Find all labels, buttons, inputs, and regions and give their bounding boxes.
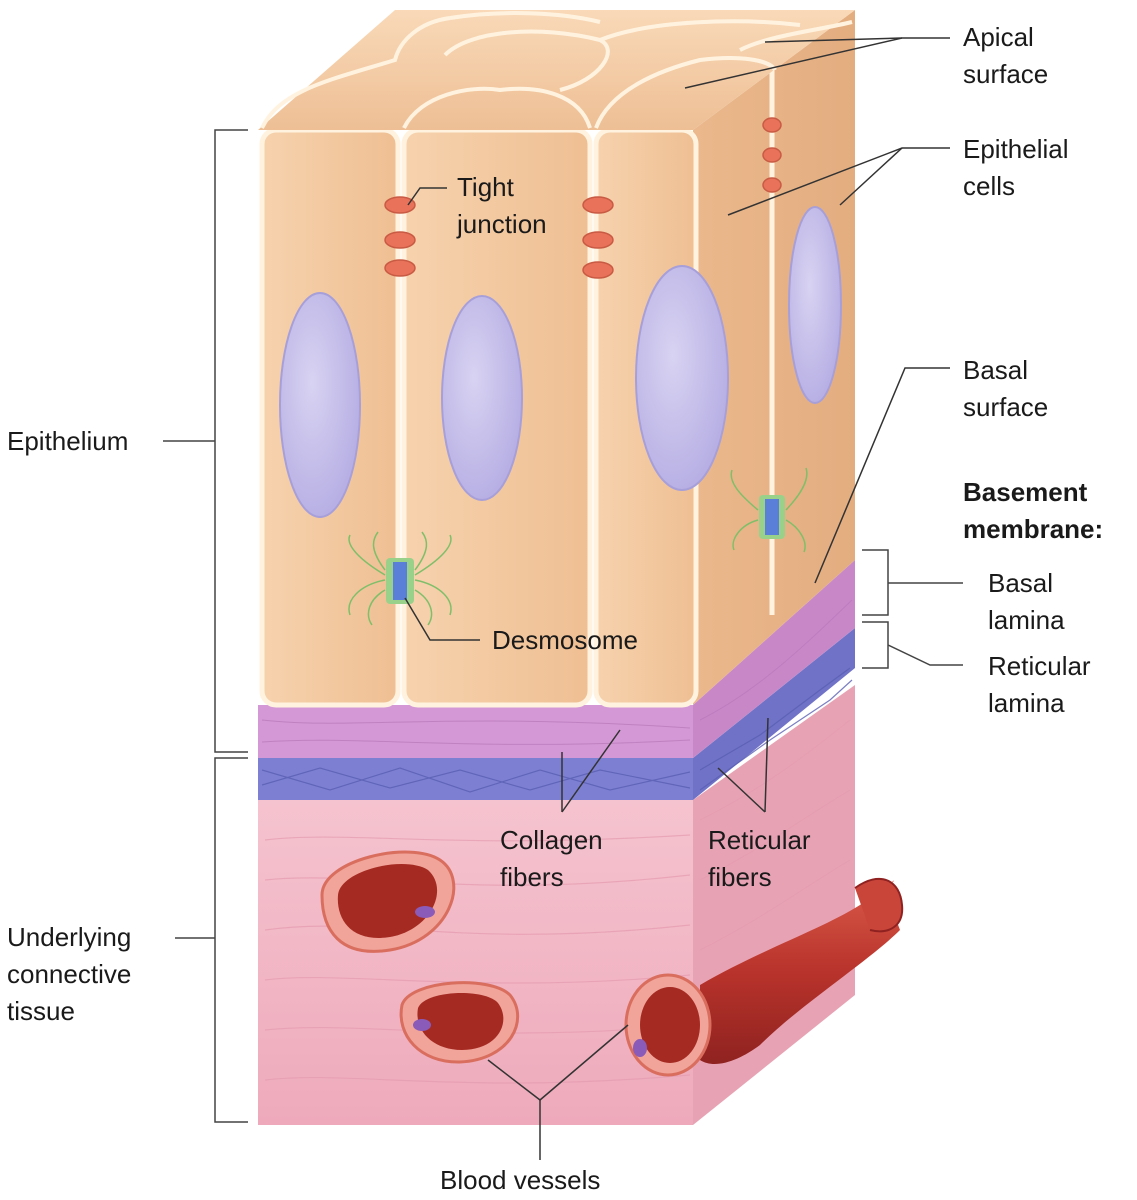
- bracket-reticular-lamina: [862, 621, 963, 669]
- bracket-epithelium: [163, 129, 248, 753]
- nucleus-1: [279, 292, 361, 518]
- label-reticular-lamina: Reticular lamina: [988, 651, 1091, 718]
- desmosome-left: [348, 531, 452, 626]
- bracket-basal-lamina: [862, 549, 963, 616]
- apical-surface-top: [258, 10, 855, 130]
- nucleus-2: [441, 295, 523, 501]
- label-epithelial-cells: Epithelial cells: [963, 134, 1069, 201]
- reticular-lamina-layer: [258, 628, 855, 800]
- nucleus-4: [788, 206, 842, 404]
- nucleus-3: [635, 265, 729, 491]
- bracket-connective: [175, 757, 248, 1123]
- label-basal-lamina: Basal lamina: [988, 568, 1065, 635]
- label-underlying-connective-tissue: Underlying connective tissue: [7, 922, 132, 1026]
- label-basement-membrane: Basement membrane:: [963, 477, 1104, 544]
- label-apical-surface: Apical surface: [963, 22, 1049, 89]
- blood-vessels: [320, 850, 904, 1077]
- desmosome-right: [730, 467, 808, 553]
- label-desmosome: Desmosome: [492, 625, 638, 655]
- tight-junction-markers: [384, 117, 782, 279]
- leader-lines: [404, 37, 950, 1160]
- label-epithelium: Epithelium: [7, 426, 129, 456]
- label-tight-junction: Tight junction: [457, 172, 547, 239]
- label-collagen-fibers: Collagen fibers: [500, 825, 603, 892]
- label-reticular-fibers: Reticular fibers: [708, 825, 811, 892]
- basal-lamina-layer: [258, 560, 855, 758]
- label-blood-vessels: Blood vessels: [440, 1165, 601, 1195]
- label-basal-surface: Basal surface: [963, 355, 1049, 422]
